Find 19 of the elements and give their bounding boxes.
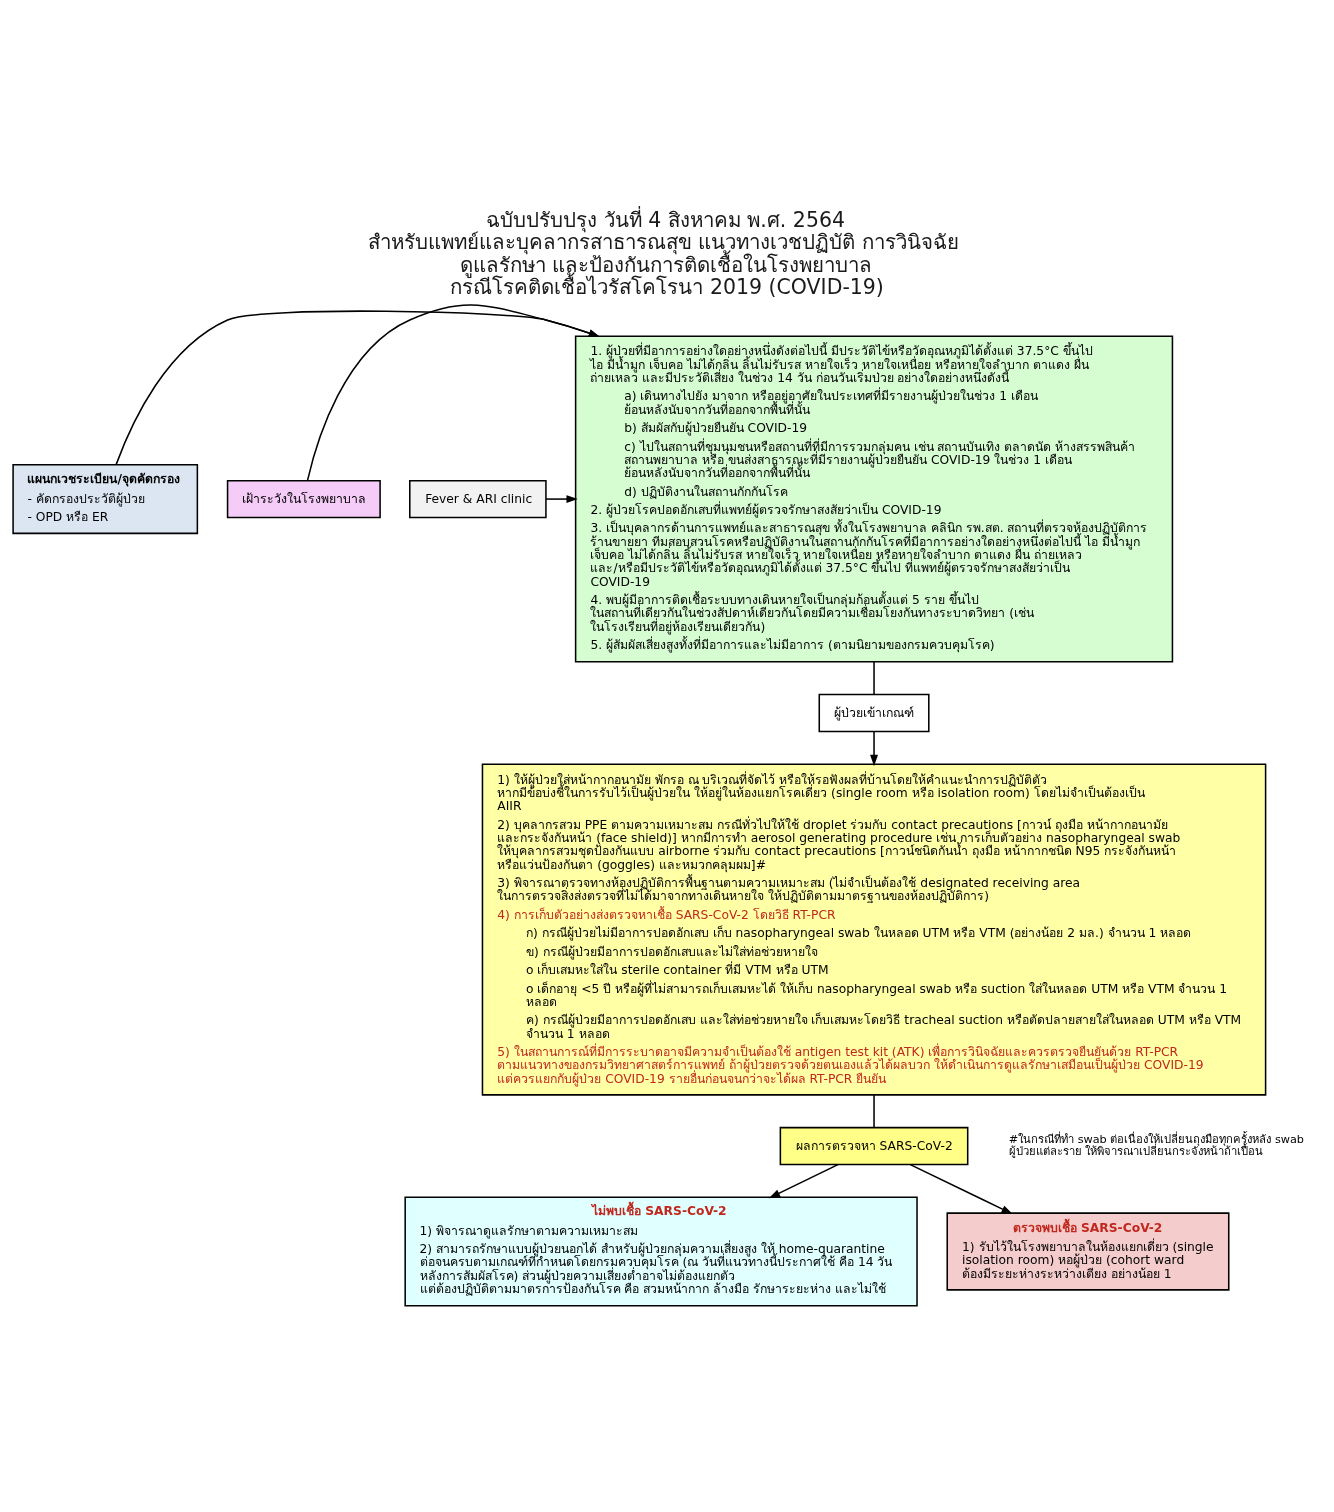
arrow xyxy=(306,304,600,482)
diagram-title: ฉบับปรับปรุง วันที่ 4 สิงหาคม พ.ศ. 2564 สำหรับแพทย์และบุคลากรสาธารณสุข แนวทางเวชปฏิบัติ การวินิจฉัย ดูแลรักษา และป้องกันการติดเชื้อในโรงพยาบาล กรณีโรคติดเชื้อไวรัสโคโรนา 2019 (COVID-19) xyxy=(367,207,959,300)
arrow xyxy=(869,730,878,767)
arrow xyxy=(544,495,578,504)
connector xyxy=(872,661,875,696)
node-box: 1) ให้ผู้ป่วยใส่หน้ากากอนามัย พักรอ ณ บริเวณที่จัดไว้ หรือให้รอฟังผลที่บ้านโดยให้คำแนะนำการปฏิบัติตัว หากมีข้อบ่งชี้ในการรับไว้เป็นผู้ป่วยใน ให้อยู่ในห้องแยกโรคเดี่ยว (single room หรือ isolation room) โดยไม่จำเป็นต้องเป็น AIIR 2) บุคลากรสวม PPE ตามความเหมาะสม กรณีทั่วไปให้ใช้ droplet ร่วมกับ contact precautions [กาวน์ ถุงมือ หน้ากากอนามัย และกระจังกันหน้า (face shield)] หากมีการทำ aerosol generating procedure เช่น การเก็บตัวอย่าง nasopharyngeal swab ให้บุคลากรสวมชุดป้องกันแบบ airborne ร่วมกับ contact precautions [กาวน์ชนิดกันน้ำ ถุงมือ หน้ากากชนิด N95 กระจังกันหน้า หรือแว่นป้องกันตา (goggles) และหมวกคลุมผม]# 3) พิจารณาตรวจทางห้องปฏิบัติการพื้นฐานตามความเหมาะสม (ไม่จำเป็นต้องใช้ designated receiving area ในการตรวจสิ่งส่งตรวจที่ไม่ได้มาจากทางเดินหายใจ ให้ปฏิบัติตามมาตรฐานของห้องปฏิบัติการ) 4) การเก็บตัวอย่างส่งตรวจหาเชื้อ SARS-CoV-2 โดยวิธี RT-PCR ก) กรณีผู้ป่วยไม่มีอาการปอดอักเสบ เก็บ nasopharyngeal swab ในหลอด UTM หรือ VTM (อย่างน้อย 2 มล.) จำนวน 1 หลอด ข) กรณีผู้ป่วยมีอาการปอดอักเสบและไม่ใส่ท่อช่วยหายใจ o เก็บเสมหะใส่ใน sterile container ที่มี VTM หรือ UTM o เด็กอายุ <5 ปี หรือผู้ที่ไม่สามารถเก็บเสมหะได้ ให้เก็บ nasopharyngeal swab หรือ suction ใส่ในหลอด UTM หรือ VTM จำนวน 1 หลอด ค) กรณีผู้ป่วยมีอาการปอดอักเสบ และใส่ท่อช่วยหายใจ เก็บเสมหะโดยวิธี tracheal suction หรือตัดปลายสายใส่ในหลอด UTM หรือ VTM จำนวน 1 หลอด 5) ในสถานการณ์ที่มีการระบาดอาจมีความจำเป็นต้องใช้ antigen test kit (ATK) เพื่อการวินิจฉัยและควรตรวจยืนยันด้วย RT-PCR ตามแนวทางของกรมวิทยาศาสตร์การแพทย์ ถ้าผู้ป่วยตรวจด้วยตนเองแล้วได้ผลบวก ให้ดำเนินการดูแลรักษาเสมือนเป็นผู้ป่วย COVID-19 แต่ควรแยกกับผู้ป่วย COVID-19 รายอื่นก่อนจนกว่าจะได้ผล RT-PCR ยืนยัน xyxy=(481,763,1266,1096)
connector xyxy=(872,1094,875,1129)
node-box: Fever & ARI clinic xyxy=(408,479,547,519)
arrow xyxy=(114,310,600,466)
node-box: ไม่พบเชื้อ SARS-CoV-2 1) พิจารณาดูแลรักษาตามความเหมาะสม 2) สามารถรักษาแบบผู้ป่วยนอกได้ สำหรับผู้ป่วยกลุ่มความเสี่ยงสูง ให้ home-quarantine ต่อจนครบตามเกณฑ์ที่กำหนดโดยกรมควบคุมโรค (ณ วันที่แนวทางนี้ประกาศใช้ คือ 14 วัน หลังการสัมผัสโรค) ส่วนผู้ป่วยความเสี่ยงต่ำอาจไม่ต้องแยกตัว แต่ต้องปฏิบัติตามมาตรการป้องกันโรค คือ สวมหน้ากาก ล้างมือ รักษาระยะห่าง และไม่ใช้ xyxy=(403,1196,918,1307)
node-box: ผู้ป่วยเข้าเกณฑ์ xyxy=(818,693,930,733)
node-box: ผลการตรวจหา SARS-CoV-2 xyxy=(779,1126,968,1166)
node-box: 1. ผู้ป่วยที่มีอาการอย่างใดอย่างหนึ่งดังต่อไปนี้ มีประวัติไข้หรือวัดอุณหภูมิได้ตั้งแต่ 37.5°C ขึ้นไป ไอ มีน้ำมูก เจ็บคอ ไม่ได้กลิ่น ลิ้นไม่รับรส หายใจเร็ว หายใจเหนื่อย หรือหายใจลำบาก ตาแดง ผื่น ถ่ายเหลว และมีประวัติเสี่ยง ในช่วง 14 วัน ก่อนวันเริ่มป่วย อย่างใดอย่างหนึ่งดังนี้ a) เดินทางไปยัง มาจาก หรืออยู่อาศัยในประเทศที่มีรายงานผู้ป่วยในช่วง 1 เดือน ย้อนหลังนับจากวันที่ออกจากพื้นที่นั้น b) สัมผัสกับผู้ป่วยยืนยัน COVID-19 c) ไปในสถานที่ชุมนุมชนหรือสถานที่ที่มีการรวมกลุ่มคน เช่น สถานบันเทิง ตลาดนัด ห้างสรรพสินค้า สถานพยาบาล หรือ ขนส่งสาธารณะที่มีรายงานผู้ป่วยยืนยัน COVID-19 ในช่วง 1 เดือน ย้อนหลังนับจากวันที่ออกจากพื้นที่นั้น d) ปฏิบัติงานในสถานกักกันโรค 2. ผู้ป่วยโรคปอดอักเสบที่แพทย์ผู้ตรวจรักษาสงสัยว่าเป็น COVID-19 3. เป็นบุคลากรด้านการแพทย์และสาธารณสุข ทั้งในโรงพยาบาล คลินิก รพ.สต. สถานที่ตรวจห้องปฏิบัติการ ร้านขายยา ทีมสอบสวนโรคหรือปฏิบัติงานในสถานกักกันโรคที่มีอาการอย่างใดอย่างหนึ่งต่อไปนี้ ไอ มีน้ำมูก เจ็บคอ ไม่ได้กลิ่น ลิ้นไม่รับรส หายใจเร็ว หายใจเหนื่อย หรือหายใจลำบาก ตาแดง ผื่น ถ่ายเหลว และ/หรือมีประวัติไข้หรือวัดอุณหภูมิได้ตั้งแต่ 37.5°C ขึ้นไป ที่แพทย์ผู้ตรวจรักษาสงสัยว่าเป็น COVID-19 4. พบผู้มีอาการติดเชื้อระบบทางเดินหายใจเป็นกลุ่มก้อนตั้งแต่ 5 ราย ขึ้นไป ในสถานที่เดียวกันในช่วงสัปดาห์เดียวกันโดยมีความเชื่อมโยงกันทางระบาดวิทยา (เช่น ในโรงเรียนที่อยู่ห้องเรียนเดียวกัน) 5. ผู้สัมผัสเสี่ยงสูงทั้งที่มีอาการและไม่มีอาการ (ตามนิยามของกรมควบคุมโรค) xyxy=(574,335,1173,663)
node-box: ตรวจพบเชื้อ SARS-CoV-2 1) รับไว้ในโรงพยาบาลในห้องแยกเดี่ยว (single isolation room) หอผู้ป่วย (cohort ward ต้องมีระยะห่างระหว่างเตียง อย่างน้อย 1 xyxy=(945,1212,1229,1291)
node-box: แผนกเวชระเบียน/จุดคัดกรอง - คัดกรองประวัติผู้ป่วย - OPD หรือ ER xyxy=(11,464,198,535)
arrow xyxy=(909,1163,1013,1215)
label: #ในกรณีที่ทำ swab ต่อเนื่องให้เปลี่ยนถุงมือทุกครั้งหลัง swab ผู้ป่วยแต่ละราย ให้พิจารณาเปลี่ยนกระจังหน้าถ้าเปื้อน xyxy=(1008,1132,1304,1159)
node-box: เฝ้าระวังในโรงพยาบาล xyxy=(226,479,381,519)
arrow xyxy=(768,1163,839,1199)
